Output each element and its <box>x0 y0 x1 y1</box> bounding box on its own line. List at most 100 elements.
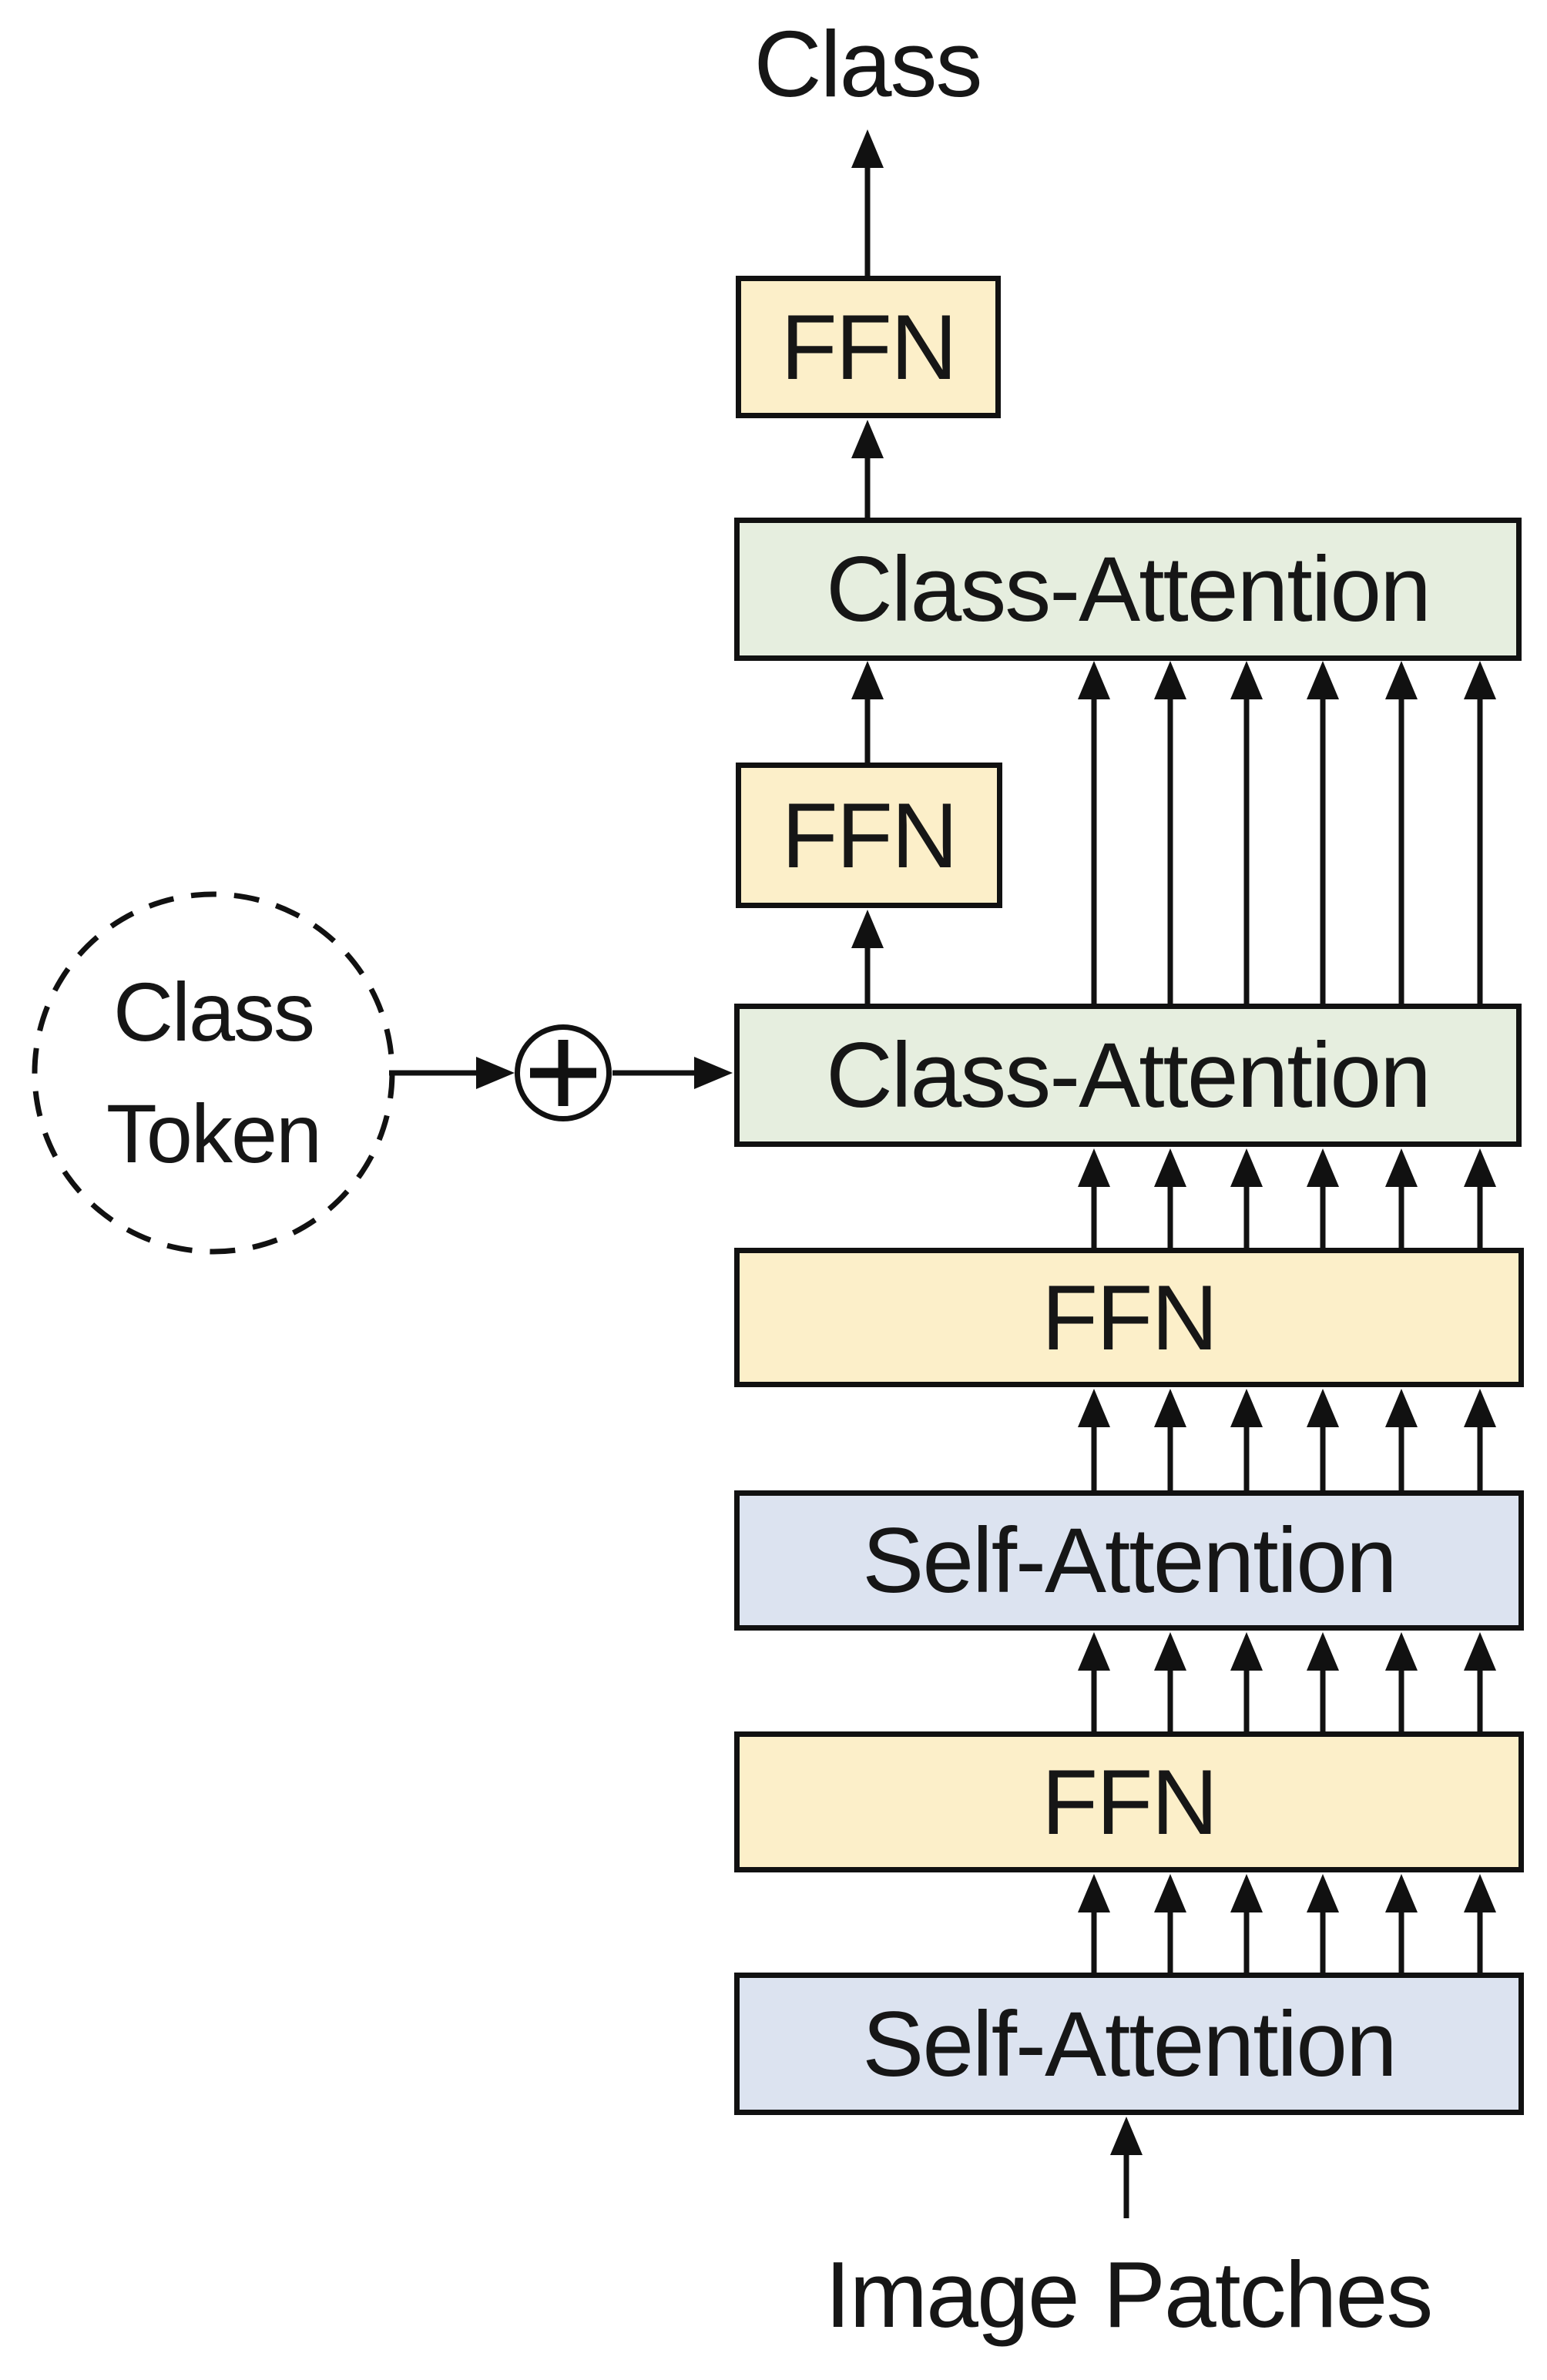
class-output-label: Class <box>753 12 982 116</box>
arrowhead-icon <box>1154 1632 1186 1671</box>
node-ffn-top-box: FFN <box>736 276 1001 418</box>
arrow-shaft <box>1477 1420 1483 1490</box>
arrowhead-icon <box>1385 1148 1418 1187</box>
patch-to-ffn-wide-2-2 <box>1154 1874 1186 1973</box>
arrow-shaft <box>864 160 871 276</box>
image-patches-arrow <box>1110 2117 1143 2218</box>
patch-to-class-attention-1-3 <box>1230 661 1263 1004</box>
node-class-attention-2-box: Class-Attention <box>734 1004 1522 1147</box>
arrow-shaft <box>1320 1905 1326 1973</box>
arrow-shaft <box>1091 1179 1097 1248</box>
arrowhead-icon <box>1154 1874 1186 1912</box>
arrowhead-icon <box>1154 661 1186 699</box>
arrowhead-icon <box>1110 2117 1143 2155</box>
patch-to-ffn-wide-1-1 <box>1078 1389 1110 1490</box>
arrow-shaft <box>864 451 871 518</box>
patch-to-class-attention-1-4 <box>1307 661 1339 1004</box>
patch-to-ffn-wide-2-4 <box>1307 1874 1339 1973</box>
arrowhead-icon <box>1078 1632 1110 1671</box>
arrow-shaft <box>1477 1905 1483 1973</box>
arrowhead-icon <box>1307 1874 1339 1912</box>
ca2-to-ffn-mid-arrow <box>851 910 884 1004</box>
arrow-shaft <box>1167 1663 1173 1731</box>
arrowhead-icon <box>851 420 884 458</box>
patch-to-class-attention-2-2 <box>1154 1148 1186 1248</box>
patch-to-self-attention-1-4 <box>1307 1632 1339 1731</box>
patch-to-class-attention-1-1 <box>1078 661 1110 1004</box>
arrow-shaft <box>612 1070 702 1076</box>
arrow-shaft <box>1320 1420 1326 1490</box>
class-token-node: Class Token <box>29 889 398 1257</box>
arrow-shaft <box>1398 1420 1404 1490</box>
arrow-shaft <box>1243 1663 1250 1731</box>
patch-to-ffn-wide-1-4 <box>1307 1389 1339 1490</box>
patch-to-self-attention-1-2 <box>1154 1632 1186 1731</box>
arrow-shaft <box>1398 692 1404 1004</box>
arrowhead-icon <box>1307 661 1339 699</box>
arrow-shaft <box>864 692 871 763</box>
arrow-shaft <box>1167 692 1173 1004</box>
arrow-shaft <box>864 940 871 1004</box>
arrow-shaft <box>1398 1663 1404 1731</box>
arrow-shaft <box>1091 1663 1097 1731</box>
patch-to-class-attention-2-6 <box>1464 1148 1496 1248</box>
plus-icon-vertical-bar <box>558 1040 569 1106</box>
class-token-label-line1: Class <box>112 965 315 1058</box>
arrowhead-icon <box>1230 661 1263 699</box>
patch-to-class-attention-2-4 <box>1307 1148 1339 1248</box>
arrow-shaft <box>1477 1663 1483 1731</box>
node-self-attention-2-box: Self-Attention <box>734 1973 1524 2115</box>
arrow-shaft <box>1320 692 1326 1004</box>
arrow-shaft <box>1091 692 1097 1004</box>
plus-to-ca2-arrow <box>612 1057 733 1089</box>
arrow-shaft <box>389 1070 484 1076</box>
arrowhead-icon <box>1154 1389 1186 1427</box>
class-token-label-line2: Token <box>106 1087 322 1180</box>
arrow-shaft <box>1091 1420 1097 1490</box>
patch-to-self-attention-1-6 <box>1464 1632 1496 1731</box>
node-ffn-wide-2-box: FFN <box>734 1731 1524 1872</box>
patch-to-class-attention-2-1 <box>1078 1148 1110 1248</box>
patch-to-self-attention-1-5 <box>1385 1632 1418 1731</box>
arrowhead-icon <box>1078 661 1110 699</box>
arrowhead-icon <box>1464 1874 1496 1912</box>
node-ffn-wide-1-box: FFN <box>734 1248 1524 1387</box>
arrowhead-icon <box>476 1057 515 1089</box>
class-output-arrow <box>851 129 884 276</box>
arrowhead-icon <box>851 661 884 699</box>
arrow-shaft <box>1091 1905 1097 1973</box>
patch-to-ffn-wide-2-1 <box>1078 1874 1110 1973</box>
arrowhead-icon <box>1307 1148 1339 1187</box>
arrowhead-icon <box>694 1057 733 1089</box>
patch-to-ffn-wide-2-5 <box>1385 1874 1418 1973</box>
arrowhead-icon <box>1230 1874 1263 1912</box>
patch-to-class-attention-1-6 <box>1464 661 1496 1004</box>
arrow-shaft <box>1123 2147 1129 2218</box>
arrow-shaft <box>1398 1179 1404 1248</box>
plus-circle-icon <box>515 1024 612 1121</box>
patch-to-ffn-wide-1-3 <box>1230 1389 1263 1490</box>
arrow-shaft <box>1477 692 1483 1004</box>
arrowhead-icon <box>851 910 884 948</box>
arrow-shaft <box>1477 1179 1483 1248</box>
image-patches-label: Image Patches <box>824 2242 1434 2347</box>
arrowhead-icon <box>1078 1389 1110 1427</box>
class-token-label: Class Token <box>29 889 398 1257</box>
arrowhead-icon <box>1464 661 1496 699</box>
arrowhead-icon <box>1078 1148 1110 1187</box>
arrow-shaft <box>1398 1905 1404 1973</box>
arrowhead-icon <box>1464 1389 1496 1427</box>
arrow-shaft <box>1243 1179 1250 1248</box>
arrow-shaft <box>1167 1179 1173 1248</box>
patch-to-class-attention-1-2 <box>1154 661 1186 1004</box>
arrowhead-icon <box>1307 1632 1339 1671</box>
arrowhead-icon <box>1464 1148 1496 1187</box>
patch-to-ffn-wide-2-6 <box>1464 1874 1496 1973</box>
patch-to-ffn-wide-2-3 <box>1230 1874 1263 1973</box>
node-ffn-mid-box: FFN <box>736 763 1002 908</box>
patch-to-ffn-wide-1-5 <box>1385 1389 1418 1490</box>
ca1-to-ffn-top-arrow <box>851 420 884 518</box>
node-self-attention-1-box: Self-Attention <box>734 1490 1524 1631</box>
patch-to-self-attention-1-3 <box>1230 1632 1263 1731</box>
arrowhead-icon <box>1154 1148 1186 1187</box>
